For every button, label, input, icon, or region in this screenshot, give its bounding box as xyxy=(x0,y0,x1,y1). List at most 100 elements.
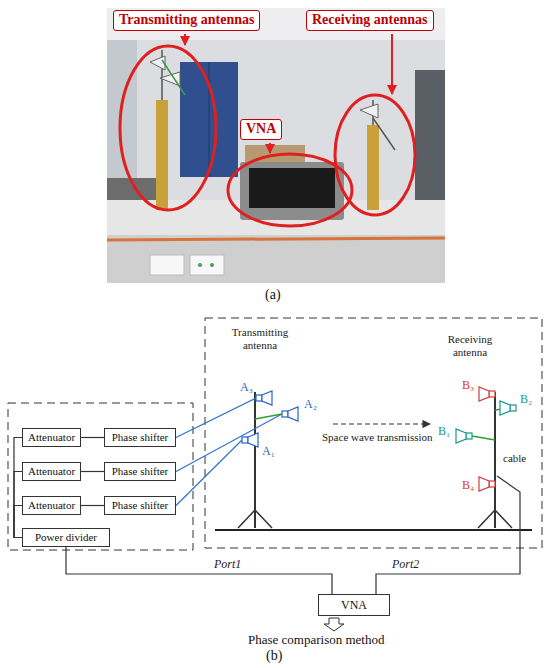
horn-flare xyxy=(262,391,272,405)
photo-vna-screen xyxy=(249,168,335,208)
antenna-label: Transmitting antenna xyxy=(228,326,292,352)
photo-antenna-post xyxy=(156,100,168,210)
antenna-mast xyxy=(254,392,256,528)
photo-ceiling xyxy=(107,8,445,40)
node-text: Attenuator xyxy=(28,499,75,512)
support-arm xyxy=(255,414,282,419)
antenna-id: B₁ xyxy=(438,424,450,438)
antenna-id: B₄ xyxy=(462,478,474,492)
power-divider-box: Power divider xyxy=(22,528,110,547)
port-label: Port1 xyxy=(214,557,241,571)
photo-door xyxy=(107,40,137,200)
node-text: VNA xyxy=(246,121,276,137)
attenuator-box: Attenuator xyxy=(22,428,81,447)
horn-feed xyxy=(489,481,495,487)
port-label: Port2 xyxy=(392,557,419,571)
photo-wall xyxy=(107,8,445,283)
panel-label: (b) xyxy=(266,648,282,664)
photo-vna-device xyxy=(240,162,344,220)
horn-flare xyxy=(288,407,298,421)
node-text: Attenuator xyxy=(28,431,75,444)
photo-horn xyxy=(360,104,378,118)
attenuator-box: Attenuator xyxy=(22,462,81,481)
pointer-arrow xyxy=(184,34,186,45)
antenna-id: B₃ xyxy=(462,378,474,392)
pointer-arrow xyxy=(391,34,393,94)
photo-outlet xyxy=(190,255,224,275)
photo-wire xyxy=(373,118,395,150)
node-text: Phase shifter xyxy=(110,465,170,478)
horn-antenna xyxy=(282,407,298,421)
panel-label: (a) xyxy=(265,287,281,303)
antenna-label: Receiving antenna xyxy=(440,333,500,359)
horn-feed xyxy=(489,391,495,397)
highlight-ellipse xyxy=(120,46,216,210)
horn-flare xyxy=(479,477,489,491)
tripod-leg xyxy=(495,510,512,528)
horn-antenna xyxy=(256,391,272,405)
ground-line xyxy=(215,529,532,531)
photo-cable xyxy=(107,238,445,240)
photo-outlet xyxy=(150,255,184,275)
node-text: Attenuator xyxy=(28,465,75,478)
antenna-mast xyxy=(494,392,496,528)
outlet-light xyxy=(198,263,202,267)
cabinet-seam xyxy=(208,62,210,177)
tripod-leg xyxy=(238,510,255,528)
antenna-id: A₁ xyxy=(262,444,275,458)
attenuator-box: Attenuator xyxy=(22,496,81,515)
support-arm xyxy=(472,436,495,440)
photo-callout: Receiving antennas xyxy=(306,10,434,31)
photo-desk-front xyxy=(107,235,445,283)
node-text: Transmitting antennas xyxy=(119,12,254,28)
cable-label: cable xyxy=(503,452,526,465)
photo-shelf xyxy=(415,70,445,200)
outlet-light xyxy=(210,263,214,267)
node-text: Phase shifter xyxy=(110,499,170,512)
horn-feed xyxy=(466,433,472,439)
photo-antenna-post xyxy=(367,125,379,210)
horn-feed xyxy=(256,395,262,401)
photo-cabinet xyxy=(180,62,238,177)
feed-line xyxy=(176,440,242,506)
horn-antenna xyxy=(456,429,472,443)
tripod-leg xyxy=(255,510,272,528)
photo-wire xyxy=(162,60,185,95)
connector-line xyxy=(81,471,104,472)
horn-feed xyxy=(282,411,288,417)
node-text: Power divider xyxy=(28,531,104,544)
dashed-group-border xyxy=(205,318,542,548)
tripod-leg xyxy=(478,510,495,528)
horn-feed xyxy=(510,405,516,411)
antenna-id: B₂ xyxy=(520,392,532,406)
horn-feed xyxy=(242,437,248,443)
photo-callout: Transmitting antennas xyxy=(113,10,260,31)
phase-shifter-box: Phase shifter xyxy=(104,428,176,447)
node-text: VNA xyxy=(324,598,384,612)
propagation-arrow xyxy=(333,423,430,424)
horn-flare xyxy=(500,401,510,415)
horn-flare xyxy=(479,387,489,401)
hollow-arrow xyxy=(324,618,344,631)
connector-line xyxy=(66,547,332,594)
connector-line xyxy=(81,437,104,438)
highlight-ellipse xyxy=(228,154,352,226)
feed-line xyxy=(176,398,256,438)
phase-shifter-box: Phase shifter xyxy=(104,496,176,515)
phase-shifter-box: Phase shifter xyxy=(104,462,176,481)
node-text: Phase shifter xyxy=(110,431,170,444)
connector-line xyxy=(81,505,104,506)
highlight-ellipse xyxy=(335,95,415,215)
connector-line xyxy=(14,438,22,538)
transmission-label: Space wave transmission xyxy=(322,431,433,444)
horn-antenna xyxy=(479,477,495,491)
method-label: Phase comparison method xyxy=(248,632,384,647)
vna-box: VNA xyxy=(318,594,390,616)
photo-horn xyxy=(150,56,165,70)
horn-flare xyxy=(248,433,258,447)
dashed-group-border xyxy=(8,403,193,550)
feed-line xyxy=(176,414,282,472)
antenna-id: A₂ xyxy=(304,397,317,411)
connector-line xyxy=(14,506,22,538)
